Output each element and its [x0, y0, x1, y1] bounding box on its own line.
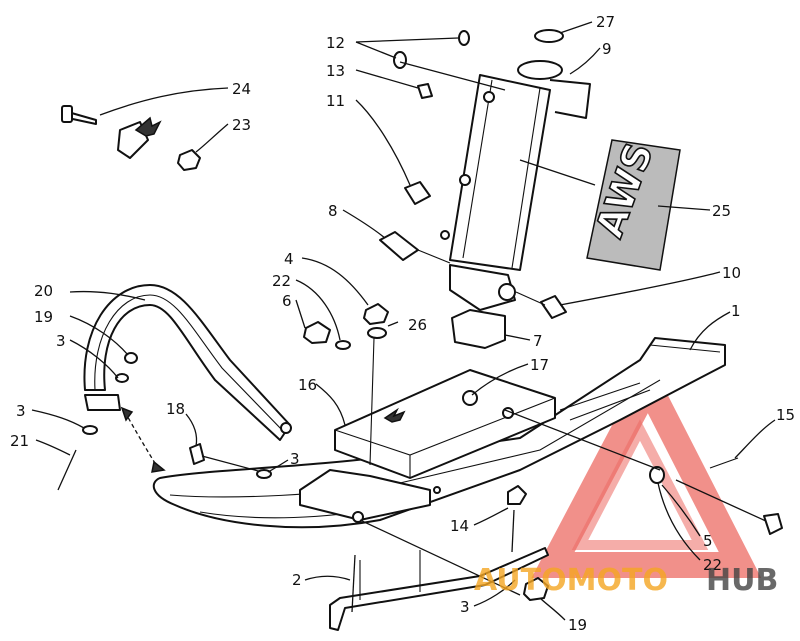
callout-26: 26	[408, 316, 427, 334]
callout-25: 25	[712, 202, 731, 220]
callout-4: 4	[284, 250, 294, 268]
spindle-tube	[440, 60, 591, 311]
watermark-part1: AUTOMOTO	[474, 563, 668, 598]
callout-23: 23	[232, 116, 251, 134]
aws-decal: AWS	[586, 136, 681, 271]
callout-19b: 19	[568, 616, 587, 634]
leader-lines	[31, 21, 776, 621]
ski-saddle	[299, 369, 556, 523]
callout-22a: 22	[272, 272, 291, 290]
callout-3b: 3	[16, 402, 26, 420]
callout-3c: 3	[290, 450, 300, 468]
watermark-part2: HUB	[706, 563, 778, 598]
callout-9: 9	[602, 40, 612, 58]
callout-19a: 19	[34, 308, 53, 326]
watermark-logo	[531, 356, 762, 578]
callout-14: 14	[450, 517, 469, 535]
callout-17: 17	[530, 356, 549, 374]
watermark-text: AUTOMOTO HUB	[474, 563, 778, 598]
callout-5: 5	[703, 532, 713, 550]
callout-15: 15	[776, 406, 795, 424]
callout-7: 7	[533, 332, 543, 350]
callout-24: 24	[232, 80, 251, 98]
callout-3a: 3	[56, 332, 66, 350]
callout-10: 10	[722, 264, 741, 282]
callout-22b: 22	[703, 556, 722, 574]
ski-loop	[83, 284, 292, 441]
callout-16: 16	[298, 376, 317, 394]
callout-21: 21	[10, 432, 29, 450]
callout-8: 8	[328, 202, 338, 220]
callout-1: 1	[731, 302, 741, 320]
callout-labels: 1 2 3 3 3 3 4 5 6 7 8 9 10 11 12 13 14 1…	[10, 13, 795, 634]
callout-13: 13	[326, 62, 345, 80]
callout-11: 11	[326, 92, 345, 110]
small-parts	[57, 30, 783, 613]
callout-27: 27	[596, 13, 615, 31]
callout-3d: 3	[460, 598, 470, 616]
callout-18: 18	[166, 400, 185, 418]
callout-2: 2	[292, 571, 302, 589]
callout-6: 6	[282, 292, 292, 310]
callout-20: 20	[34, 282, 53, 300]
callout-12: 12	[326, 34, 345, 52]
cap	[534, 29, 564, 43]
